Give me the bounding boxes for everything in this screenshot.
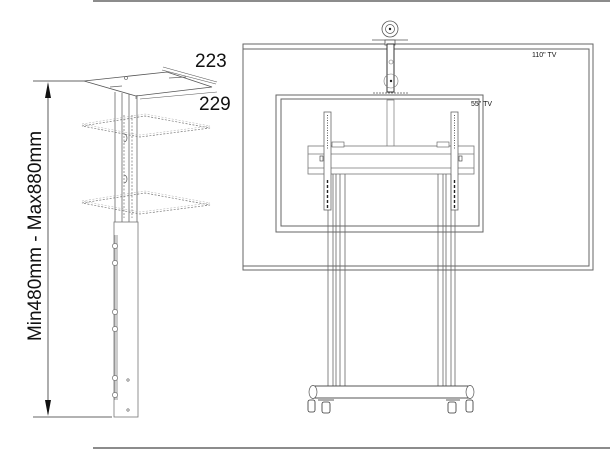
- base-bar: [312, 385, 471, 399]
- middle-shelf-dashed: [81, 115, 211, 138]
- height-range-label: Min480mm - Max880mm: [25, 130, 46, 342]
- telescoping-tube: [113, 221, 139, 418]
- vesa-arm-right: [450, 111, 459, 211]
- arrow-down-icon: [45, 400, 51, 416]
- caster-wheel-icon: [307, 399, 474, 414]
- tv-110-label: 110" TV: [532, 52, 557, 59]
- depth-dimension-label: 229: [199, 94, 231, 115]
- lower-shelf-dashed: [81, 192, 211, 215]
- tv-55-label: 55" TV: [471, 101, 493, 108]
- shelf-column-view: [33, 66, 218, 418]
- arrow-up-icon: [45, 82, 51, 98]
- top-shelf-plate: [83, 71, 213, 97]
- mounting-crossbar: [307, 145, 475, 175]
- camera-mast: [386, 43, 395, 93]
- vesa-arm-left: [323, 111, 332, 211]
- width-dimension-label: 223: [195, 51, 227, 72]
- tv-stand-view: [242, 20, 594, 414]
